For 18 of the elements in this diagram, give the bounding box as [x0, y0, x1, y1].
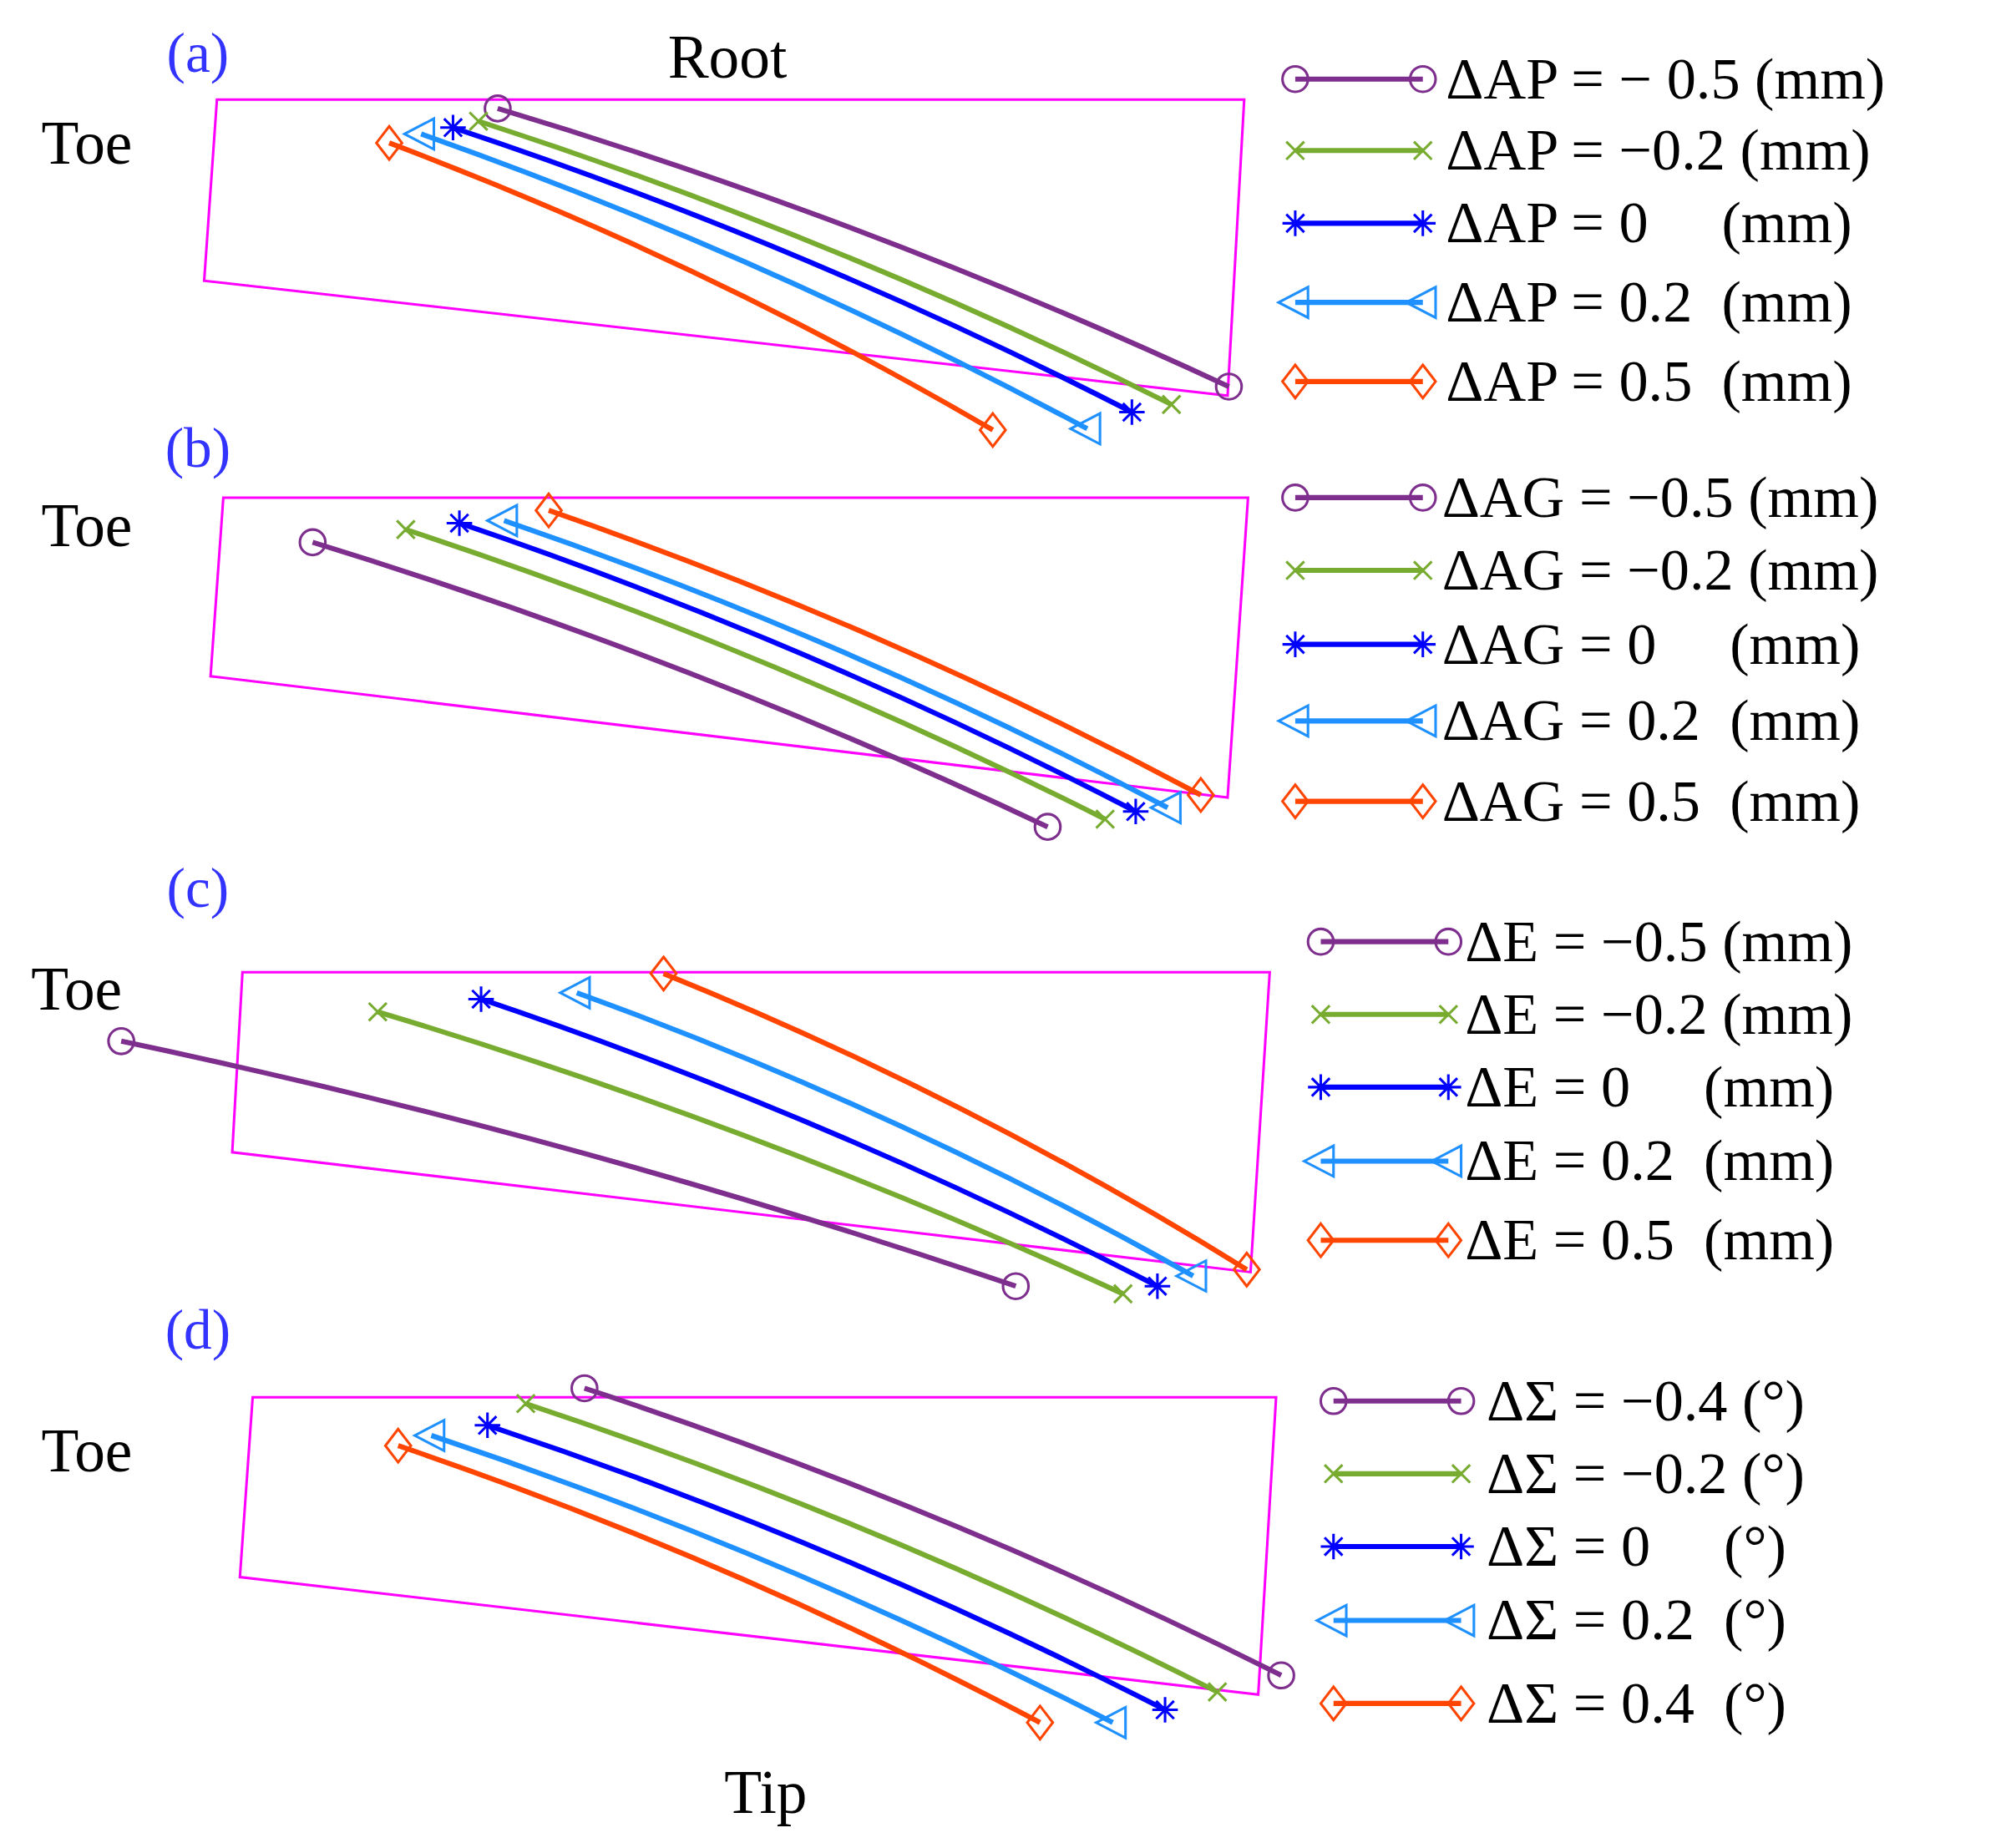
- edge-label-text: Toe: [41, 494, 133, 557]
- edge-label-text: Toe: [41, 1420, 133, 1481]
- legend-label: ΔAG = 0.2 (mm): [1441, 691, 1861, 751]
- legend-label: ΔAP = 0.2 (mm): [1446, 273, 1852, 332]
- legend-label: ΔE = 0.5 (mm): [1465, 1211, 1835, 1270]
- edge-label-text: Toe: [41, 112, 133, 174]
- panel-letter: (b): [165, 421, 231, 478]
- legend-label: ΔΣ = 0 (°): [1487, 1516, 1786, 1577]
- panel-letter: (d): [165, 1303, 231, 1359]
- edge-label-text: Root: [667, 27, 788, 89]
- legend-label: ΔAP = 0 (mm): [1446, 194, 1852, 253]
- legend-label: ΔAP = −0.2 (mm): [1446, 121, 1871, 180]
- legend-label: ΔE = 0.2 (mm): [1465, 1132, 1835, 1191]
- legend-label: ΔΣ = 0.2 (°): [1487, 1591, 1786, 1650]
- legend-label: ΔAG = −0.5 (mm): [1441, 468, 1879, 528]
- legend-label: ΔAG = −0.2 (mm): [1441, 540, 1879, 600]
- panel-letter: (c): [166, 861, 230, 918]
- edge-label-text: Toe: [31, 958, 123, 1020]
